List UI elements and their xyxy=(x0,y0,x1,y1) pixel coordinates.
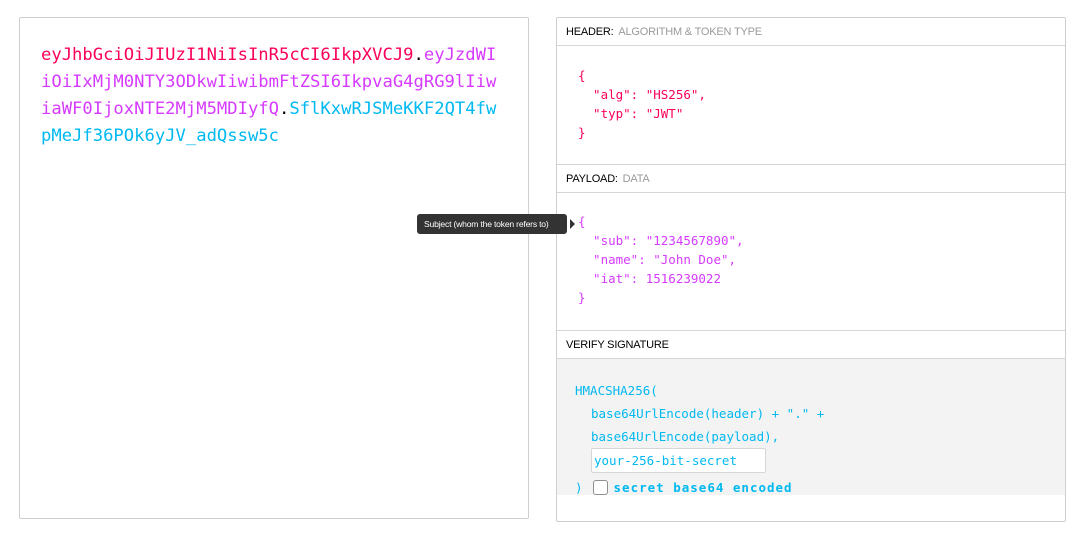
encoded-token-panel[interactable]: eyJhbGciOiJIUzI1NiIsInR5cCI6IkpXVCJ9.eyJ… xyxy=(19,17,529,519)
token-signature-part: SflKxwRJSMeKKF2QT4fwpMeJf36POk6yJV_adQss… xyxy=(41,99,497,146)
payload-section: PAYLOAD: DATA { "sub": "1234567890", "na… xyxy=(557,165,1065,331)
header-json-editor[interactable]: { "alg": "HS256", "typ": "JWT" } xyxy=(557,46,1065,165)
secret-input[interactable] xyxy=(591,448,766,473)
header-subtitle: ALGORITHM & TOKEN TYPE xyxy=(618,26,762,38)
encoded-token-text[interactable]: eyJhbGciOiJIUzI1NiIsInR5cCI6IkpXVCJ9.eyJ… xyxy=(41,42,501,150)
tooltip-arrow-icon xyxy=(570,219,575,229)
header-title: HEADER: xyxy=(566,26,614,38)
payload-json-editor[interactable]: { "sub": "1234567890", "name": "John Doe… xyxy=(557,193,1065,331)
signature-title: VERIFY SIGNATURE xyxy=(566,339,669,351)
payload-subtitle: DATA xyxy=(622,173,650,185)
signature-section-title: VERIFY SIGNATURE xyxy=(557,331,1065,359)
secret-base64-label[interactable]: secret base64 encoded xyxy=(613,480,793,495)
token-payload-part: eyJzdWIiOiIxMjM0NTY3ODkwIiwibmFtZSI6Ikpv… xyxy=(41,45,497,119)
token-separator: . xyxy=(413,45,424,65)
payload-encode-line: base64UrlEncode(payload), xyxy=(591,429,780,444)
header-section-title: HEADER: ALGORITHM & TOKEN TYPE xyxy=(557,18,1065,46)
header-encode-line: base64UrlEncode(header) + "." + xyxy=(591,406,825,421)
payload-title: PAYLOAD: xyxy=(566,173,618,185)
hmac-function-line: HMACSHA256( xyxy=(575,383,658,398)
payload-section-title: PAYLOAD: DATA xyxy=(557,165,1065,193)
header-section: HEADER: ALGORITHM & TOKEN TYPE { "alg": … xyxy=(557,18,1065,165)
secret-row xyxy=(575,448,1065,473)
close-row: ) secret base64 encoded xyxy=(575,476,1065,499)
close-paren: ) xyxy=(575,480,583,495)
token-separator: . xyxy=(279,99,290,119)
signature-section: VERIFY SIGNATURE HMACSHA256( base64UrlEn… xyxy=(557,331,1065,495)
secret-base64-checkbox[interactable] xyxy=(592,480,608,495)
token-header-part: eyJhbGciOiJIUzI1NiIsInR5cCI6IkpXVCJ9 xyxy=(41,45,414,65)
claim-tooltip: Subject (whom the token refers to) xyxy=(417,214,567,234)
decoded-panel: HEADER: ALGORITHM & TOKEN TYPE { "alg": … xyxy=(556,17,1066,522)
signature-body: HMACSHA256( base64UrlEncode(header) + ".… xyxy=(557,359,1065,499)
